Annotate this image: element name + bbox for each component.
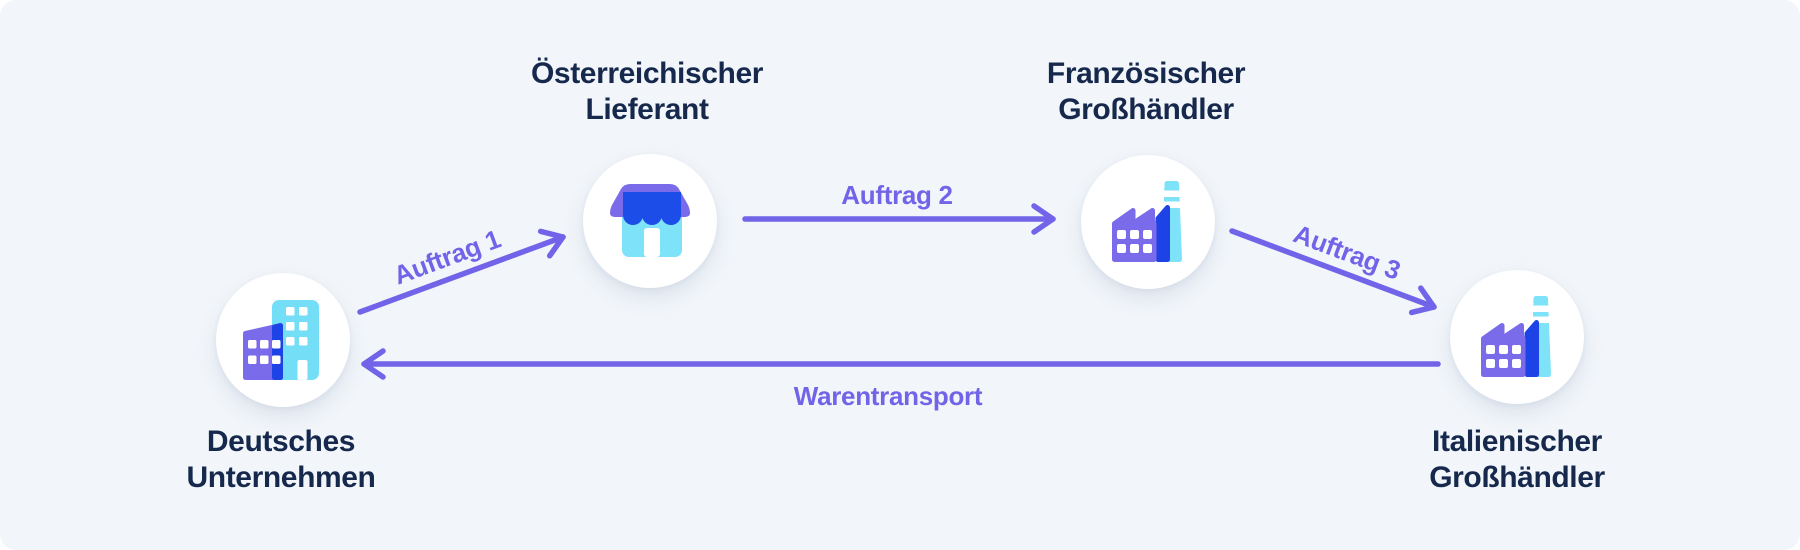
arrow-label-auftrag-2: Auftrag 2: [841, 180, 953, 210]
node-label-line1: Deutsches: [206, 425, 356, 458]
node-circle: [1450, 270, 1584, 404]
node-label: Französischer Großhändler: [1046, 56, 1246, 128]
factory-icon: [1112, 181, 1183, 262]
node-label-line1: Österreichischer: [530, 57, 764, 90]
node-label-line2: Großhändler: [1058, 93, 1234, 126]
node-label-line2: Großhändler: [1429, 461, 1605, 494]
node-label: Deutsches Unternehmen: [187, 424, 376, 496]
node-label-line2: Unternehmen: [186, 461, 376, 494]
node-label-line1: Französischer: [1046, 57, 1246, 90]
node-label: Österreichischer Lieferant: [531, 56, 763, 128]
node-circle: [1081, 155, 1215, 289]
arrow-label-auftrag-1: Auftrag 1: [389, 223, 505, 291]
node-label-line2: Lieferant: [585, 93, 709, 126]
node-circle: [216, 273, 350, 407]
node-circle: [583, 154, 717, 288]
factory-icon: [1481, 296, 1552, 377]
storefront-icon: [610, 184, 690, 257]
arrow-label-auftrag-3: Auftrag 3: [1289, 218, 1405, 286]
node-label: Italienischer Großhändler: [1429, 424, 1605, 496]
node-label-line1: Italienischer: [1432, 425, 1602, 458]
office-building-icon: [243, 300, 319, 380]
arrow-label-warentransport: Warentransport: [793, 381, 983, 411]
